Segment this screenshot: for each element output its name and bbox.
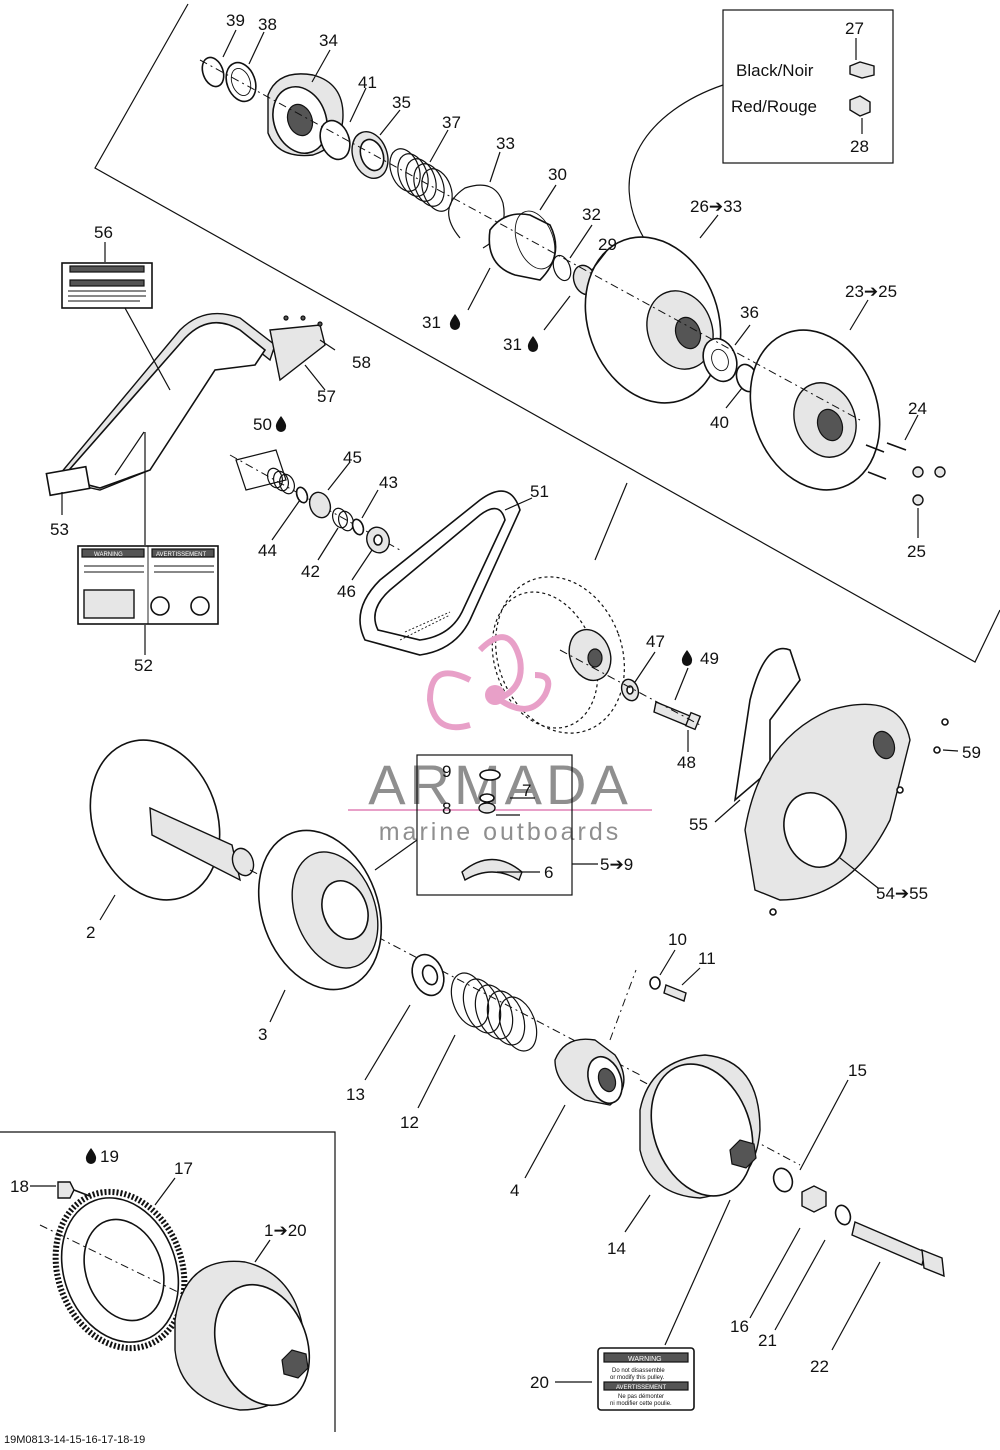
connector-black-icon	[849, 61, 875, 79]
inset-label-red: Red/Rouge	[731, 97, 817, 116]
driven-pulley-assembly	[491, 482, 702, 734]
spring-stack-parts	[229, 449, 401, 554]
droplet-icon-19	[85, 1148, 97, 1164]
callout-10: 29	[598, 235, 617, 254]
callout-24: 53	[50, 520, 69, 539]
sticker20-line3: Ne pas démonter	[618, 1394, 664, 1400]
callout-57: 18	[10, 1177, 29, 1196]
callout-53: 16	[730, 1317, 749, 1336]
callout-17: 24	[908, 399, 927, 418]
callout-39: 2	[86, 923, 95, 942]
callout-50: 4	[510, 1181, 519, 1200]
belt-guard-cover	[733, 647, 949, 916]
callout-26: 45	[343, 448, 362, 467]
watermark-logo	[426, 634, 552, 731]
callout-29: 42	[301, 562, 320, 581]
callout-9: 32	[582, 205, 601, 224]
callout-7: 33	[496, 134, 515, 153]
sticker20-line4: ni modifier cette poulie.	[610, 1401, 672, 1407]
connector-red-icon	[849, 95, 871, 117]
callout-60: 20	[530, 1373, 549, 1392]
warning-sticker-20: WARNING Do not disassemble or modify thi…	[597, 1347, 695, 1411]
callout-35: 48	[677, 753, 696, 772]
drive-belt-51	[359, 490, 521, 656]
watermark-subtitle: marine outboards	[379, 818, 622, 846]
sticker20-warning-text: WARNING	[628, 1356, 662, 1363]
callout-36: 59	[962, 743, 981, 762]
callout-25: 50	[253, 415, 272, 434]
callout-20: 28	[850, 137, 869, 156]
callout-30: 46	[337, 582, 356, 601]
callout-34: 49	[700, 649, 719, 668]
callout-2: 38	[258, 15, 277, 34]
inset-label-black: Black/Noir	[736, 61, 814, 80]
watermark-title: ARMADA	[368, 753, 632, 816]
sticker52-avert-text: AVERTISSEMENT	[156, 552, 206, 558]
callout-44: 6	[544, 863, 553, 882]
callout-12: 31	[503, 335, 522, 354]
warning-sticker-52: WARNING AVERTISSEMENT	[77, 545, 219, 625]
callout-11: 31	[422, 313, 441, 332]
callouts: 39 38 34 41 35 37 33 30 32 29 31 31 26➔3…	[10, 11, 981, 1392]
drive-pulley-parts	[89, 739, 945, 1346]
sticker20-line1: Do not disassemble	[612, 1368, 665, 1374]
callout-49: 12	[400, 1113, 419, 1132]
callout-4: 41	[358, 73, 377, 92]
armada-watermark: ARMADA marine outboards	[348, 634, 652, 846]
callout-14: 23➔25	[845, 282, 897, 301]
callout-15: 36	[740, 303, 759, 322]
droplet-icon-31a	[449, 314, 461, 330]
callout-56: 19	[100, 1147, 119, 1166]
callout-23: 57	[317, 387, 336, 406]
callout-28: 44	[258, 541, 277, 560]
top-parts	[199, 56, 946, 506]
callout-59: 1➔20	[264, 1221, 307, 1240]
callout-21: 56	[94, 223, 113, 242]
callout-47: 11	[698, 949, 716, 968]
callout-42: 7	[522, 781, 531, 800]
callout-40: 3	[258, 1025, 267, 1044]
cvt-guard-parts	[45, 312, 326, 497]
callout-6: 37	[442, 113, 461, 132]
callout-51: 15	[848, 1061, 867, 1080]
driven-pulley-panel-outline	[94, 3, 1000, 663]
callout-32: 52	[134, 656, 153, 675]
callout-48: 13	[346, 1085, 365, 1104]
callout-33: 47	[646, 632, 665, 651]
sticker52-warning-text: WARNING	[94, 552, 123, 558]
sticker20-line2: or modify this pulley.	[610, 1375, 665, 1381]
warning-sticker-56	[61, 262, 153, 309]
callout-55: 22	[810, 1357, 829, 1376]
wire-color-inset: Black/Noir Red/Rouge	[628, 9, 894, 246]
callout-22: 58	[352, 353, 371, 372]
leader-lines	[30, 29, 959, 1383]
callout-37: 55	[689, 815, 708, 834]
callout-8: 30	[548, 165, 567, 184]
sticker20-avert-text: AVERTISSEMENT	[616, 1385, 666, 1391]
callout-19: 27	[845, 19, 864, 38]
callout-3: 34	[319, 31, 338, 50]
callout-27: 43	[379, 473, 398, 492]
callout-41: 9	[442, 762, 451, 781]
droplet-icon-31b	[527, 336, 539, 352]
callout-43: 8	[442, 799, 451, 818]
callout-52: 14	[607, 1239, 626, 1258]
callout-45: 5➔9	[600, 855, 633, 874]
droplet-icon-49	[681, 650, 693, 666]
ring-gear-inset	[0, 1131, 336, 1432]
callout-31: 51	[530, 482, 549, 501]
callout-1: 39	[226, 11, 245, 30]
document-code: 19M0813-14-15-16-17-18-19	[4, 1434, 146, 1446]
callout-58: 17	[174, 1159, 193, 1178]
callout-38: 54➔55	[876, 884, 928, 903]
callout-16: 40	[710, 413, 729, 432]
callout-13: 26➔33	[690, 197, 742, 216]
callout-46: 10	[668, 930, 687, 949]
callout-54: 21	[758, 1331, 777, 1350]
callout-18: 25	[907, 542, 926, 561]
droplet-icon-50	[275, 416, 287, 432]
callout-5: 35	[392, 93, 411, 112]
